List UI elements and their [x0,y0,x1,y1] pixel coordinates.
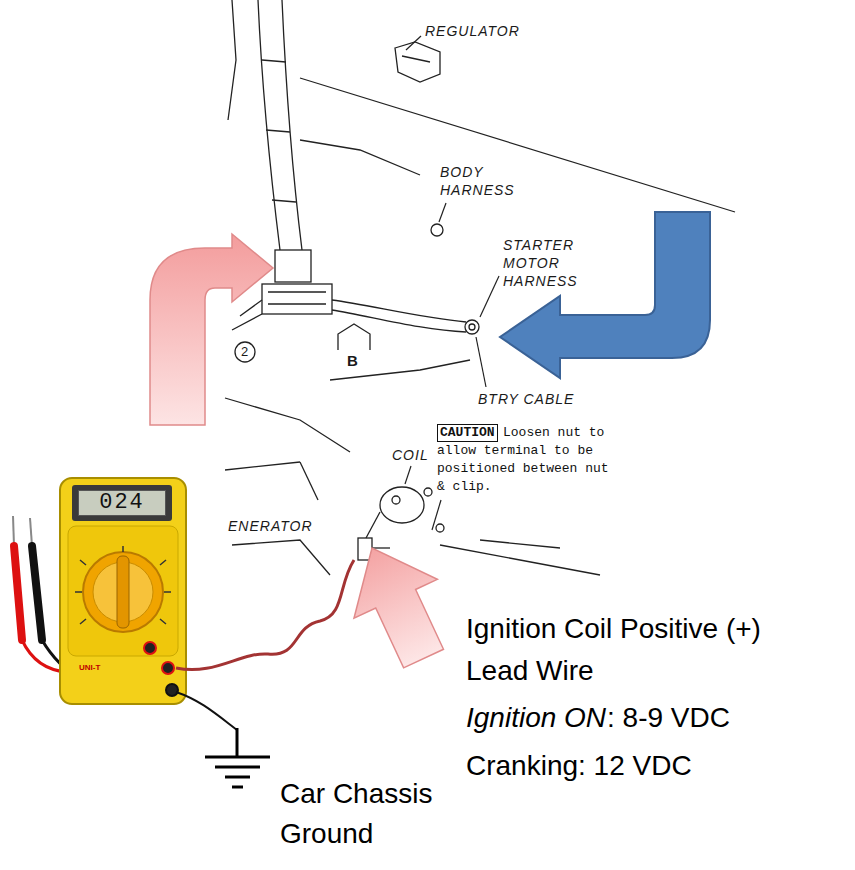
caution-box: CAUTION [437,424,498,442]
annotation-text: : 8-9 VDC [607,697,730,739]
brand-label: UNI-T [79,663,100,673]
annotation-text: Ignition ON [466,697,606,739]
annotation-text: Cranking: 12 VDC [466,745,692,787]
caution-note: Loosen nut to allow terminal to be posit… [437,424,623,496]
part-label: ENERATOR [228,517,313,535]
pointer-arrow [330,529,465,678]
service-manual-drawing [225,0,735,575]
pointer-arrow [500,212,710,378]
lcd-display: 024 [78,490,166,516]
part-label: BTRY CABLE [478,390,574,408]
callout-number: 2 [241,344,248,359]
multimeter [60,478,186,704]
node-text: 024 [79,491,165,515]
annotation-text: Ignition Coil Positive (+) Lead Wire [466,608,796,692]
pointer-arrow [150,234,273,425]
black-test-lead [176,692,237,730]
part-label: STARTER MOTOR HARNESS [503,236,595,290]
annotation-text: Car Chassis Ground [280,774,458,854]
ground-symbol [205,728,270,787]
node-text: CAUTION [440,425,495,441]
red-test-lead [176,560,354,670]
part-label: BODY HARNESS [440,163,532,199]
part-label: COIL [392,446,429,464]
part-letter: B [347,352,358,370]
part-label: REGULATOR [425,22,520,40]
